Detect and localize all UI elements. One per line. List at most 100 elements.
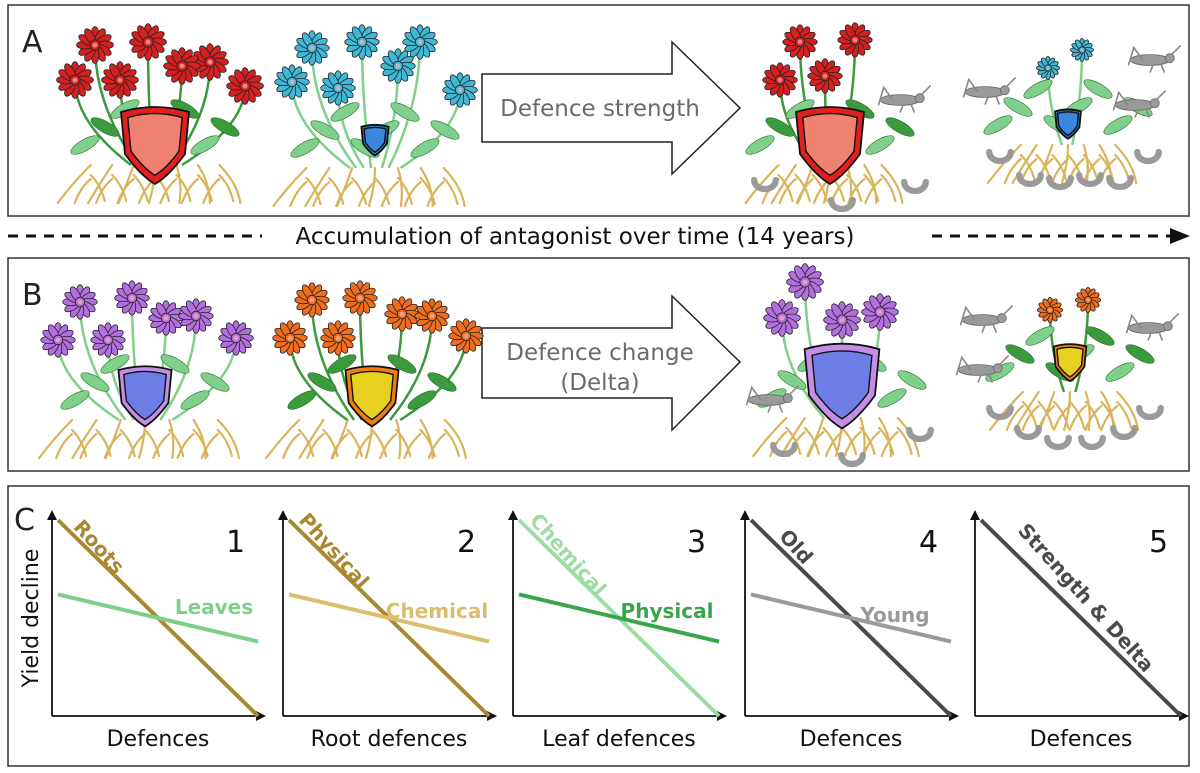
- flower-icon: [1070, 38, 1094, 62]
- grasshopper-icon: [1125, 313, 1180, 341]
- flower-icon: [90, 322, 126, 358]
- chart-number: 5: [1149, 525, 1168, 560]
- leaf-icon: [1083, 79, 1113, 99]
- leaf-icon: [100, 354, 130, 374]
- flower-icon: [40, 322, 76, 358]
- grasshopper-icon: [962, 77, 1017, 105]
- roots-icon: [272, 166, 466, 208]
- leaf-icon: [745, 135, 775, 155]
- leaf-icon: [330, 102, 360, 122]
- leaf-icon: [1105, 362, 1135, 382]
- x-axis-label: Defences: [800, 727, 903, 752]
- leaf-icon: [200, 372, 230, 392]
- leaf-icon: [307, 372, 337, 392]
- leaf-icon: [410, 138, 440, 158]
- leaf-icon: [1025, 326, 1055, 346]
- flower-icon: [76, 26, 114, 64]
- y-axis-arrowhead: [970, 510, 980, 520]
- series-label-1: Physical: [621, 599, 714, 623]
- flower-icon: [178, 298, 214, 334]
- flower-icon: [414, 298, 450, 334]
- leaf-icon: [70, 135, 100, 155]
- roots-icon: [265, 418, 467, 460]
- leaf-icon: [390, 102, 420, 122]
- grub-icon: [828, 196, 856, 213]
- leaf-icon: [877, 388, 907, 408]
- flower-icon: [148, 300, 184, 336]
- y-axis-arrowhead: [508, 510, 518, 520]
- chart-number: 4: [919, 525, 938, 560]
- shield-icon: [803, 342, 881, 430]
- grasshopper-icon: [1112, 90, 1167, 118]
- defence-strength-arrow: [481, 40, 742, 176]
- panel-a-letter: A: [22, 25, 43, 60]
- series-label-1: Leaves: [175, 595, 253, 619]
- flower-icon: [129, 23, 167, 61]
- flower-icon: [1074, 286, 1102, 314]
- grub-icon: [1110, 424, 1138, 441]
- flower-icon: [274, 64, 310, 100]
- panel-c-frame: [7, 485, 1190, 767]
- leaf-icon: [430, 120, 460, 140]
- flower-icon: [861, 293, 899, 331]
- grub-icon: [1046, 174, 1074, 191]
- x-axis-arrowhead: [256, 711, 266, 721]
- leaf-icon: [1125, 344, 1155, 364]
- y-axis-arrowhead: [47, 510, 57, 520]
- defence-change-label-line2: (Delta): [560, 370, 639, 396]
- leaf-icon: [210, 117, 240, 137]
- series-label-0: Roots: [69, 515, 130, 579]
- chart-number: 2: [457, 525, 476, 560]
- grub-icon: [1076, 171, 1104, 188]
- y-axis-arrowhead: [740, 510, 750, 520]
- grub-icon: [1016, 171, 1044, 188]
- flower-icon: [56, 61, 94, 99]
- flower-icon: [807, 58, 843, 94]
- grub-icon: [901, 178, 929, 195]
- shield-icon: [1052, 343, 1088, 383]
- leaf-icon: [60, 390, 90, 410]
- flower-icon: [442, 72, 478, 108]
- leaf-icon: [287, 390, 317, 410]
- grub-icon: [1106, 174, 1134, 191]
- plant-a-cyan-attacked: [962, 38, 1182, 191]
- panel-b-frame: [7, 257, 1190, 472]
- series-line-1: [518, 592, 720, 644]
- grub-icon: [1078, 434, 1106, 451]
- shield-icon: [117, 365, 173, 428]
- flower-icon: [837, 22, 873, 58]
- leaf-icon: [1103, 115, 1133, 135]
- plant-illustrations: [38, 22, 1182, 468]
- grasshopper-icon: [745, 385, 800, 413]
- leaf-icon: [290, 138, 320, 158]
- flower-icon: [823, 301, 861, 339]
- flower-icon: [344, 24, 380, 60]
- defence-change-label-line1: Defence change: [506, 340, 693, 366]
- grub-icon: [1044, 434, 1072, 451]
- grub-icon: [1014, 424, 1042, 441]
- x-axis-label: Root defences: [311, 727, 468, 752]
- chart-number: 3: [687, 525, 706, 560]
- flower-icon: [448, 318, 484, 354]
- flower-icon: [272, 320, 308, 356]
- flower-icon: [342, 280, 378, 316]
- flower-icon: [191, 43, 229, 81]
- grub-icon: [906, 426, 934, 443]
- series-label-1: Young: [859, 603, 929, 627]
- series-line-1: [750, 592, 952, 644]
- flower-icon: [762, 62, 798, 98]
- flower-icon: [380, 48, 416, 84]
- y-axis-arrowhead: [278, 510, 288, 520]
- shield-icon: [120, 106, 190, 186]
- timeline-arrowhead: [1170, 228, 1190, 244]
- series-label-0: Old: [775, 524, 818, 568]
- flower-icon: [1036, 296, 1064, 324]
- leaf-icon: [427, 372, 457, 392]
- grub-icon: [986, 404, 1014, 421]
- roots-icon: [56, 163, 242, 205]
